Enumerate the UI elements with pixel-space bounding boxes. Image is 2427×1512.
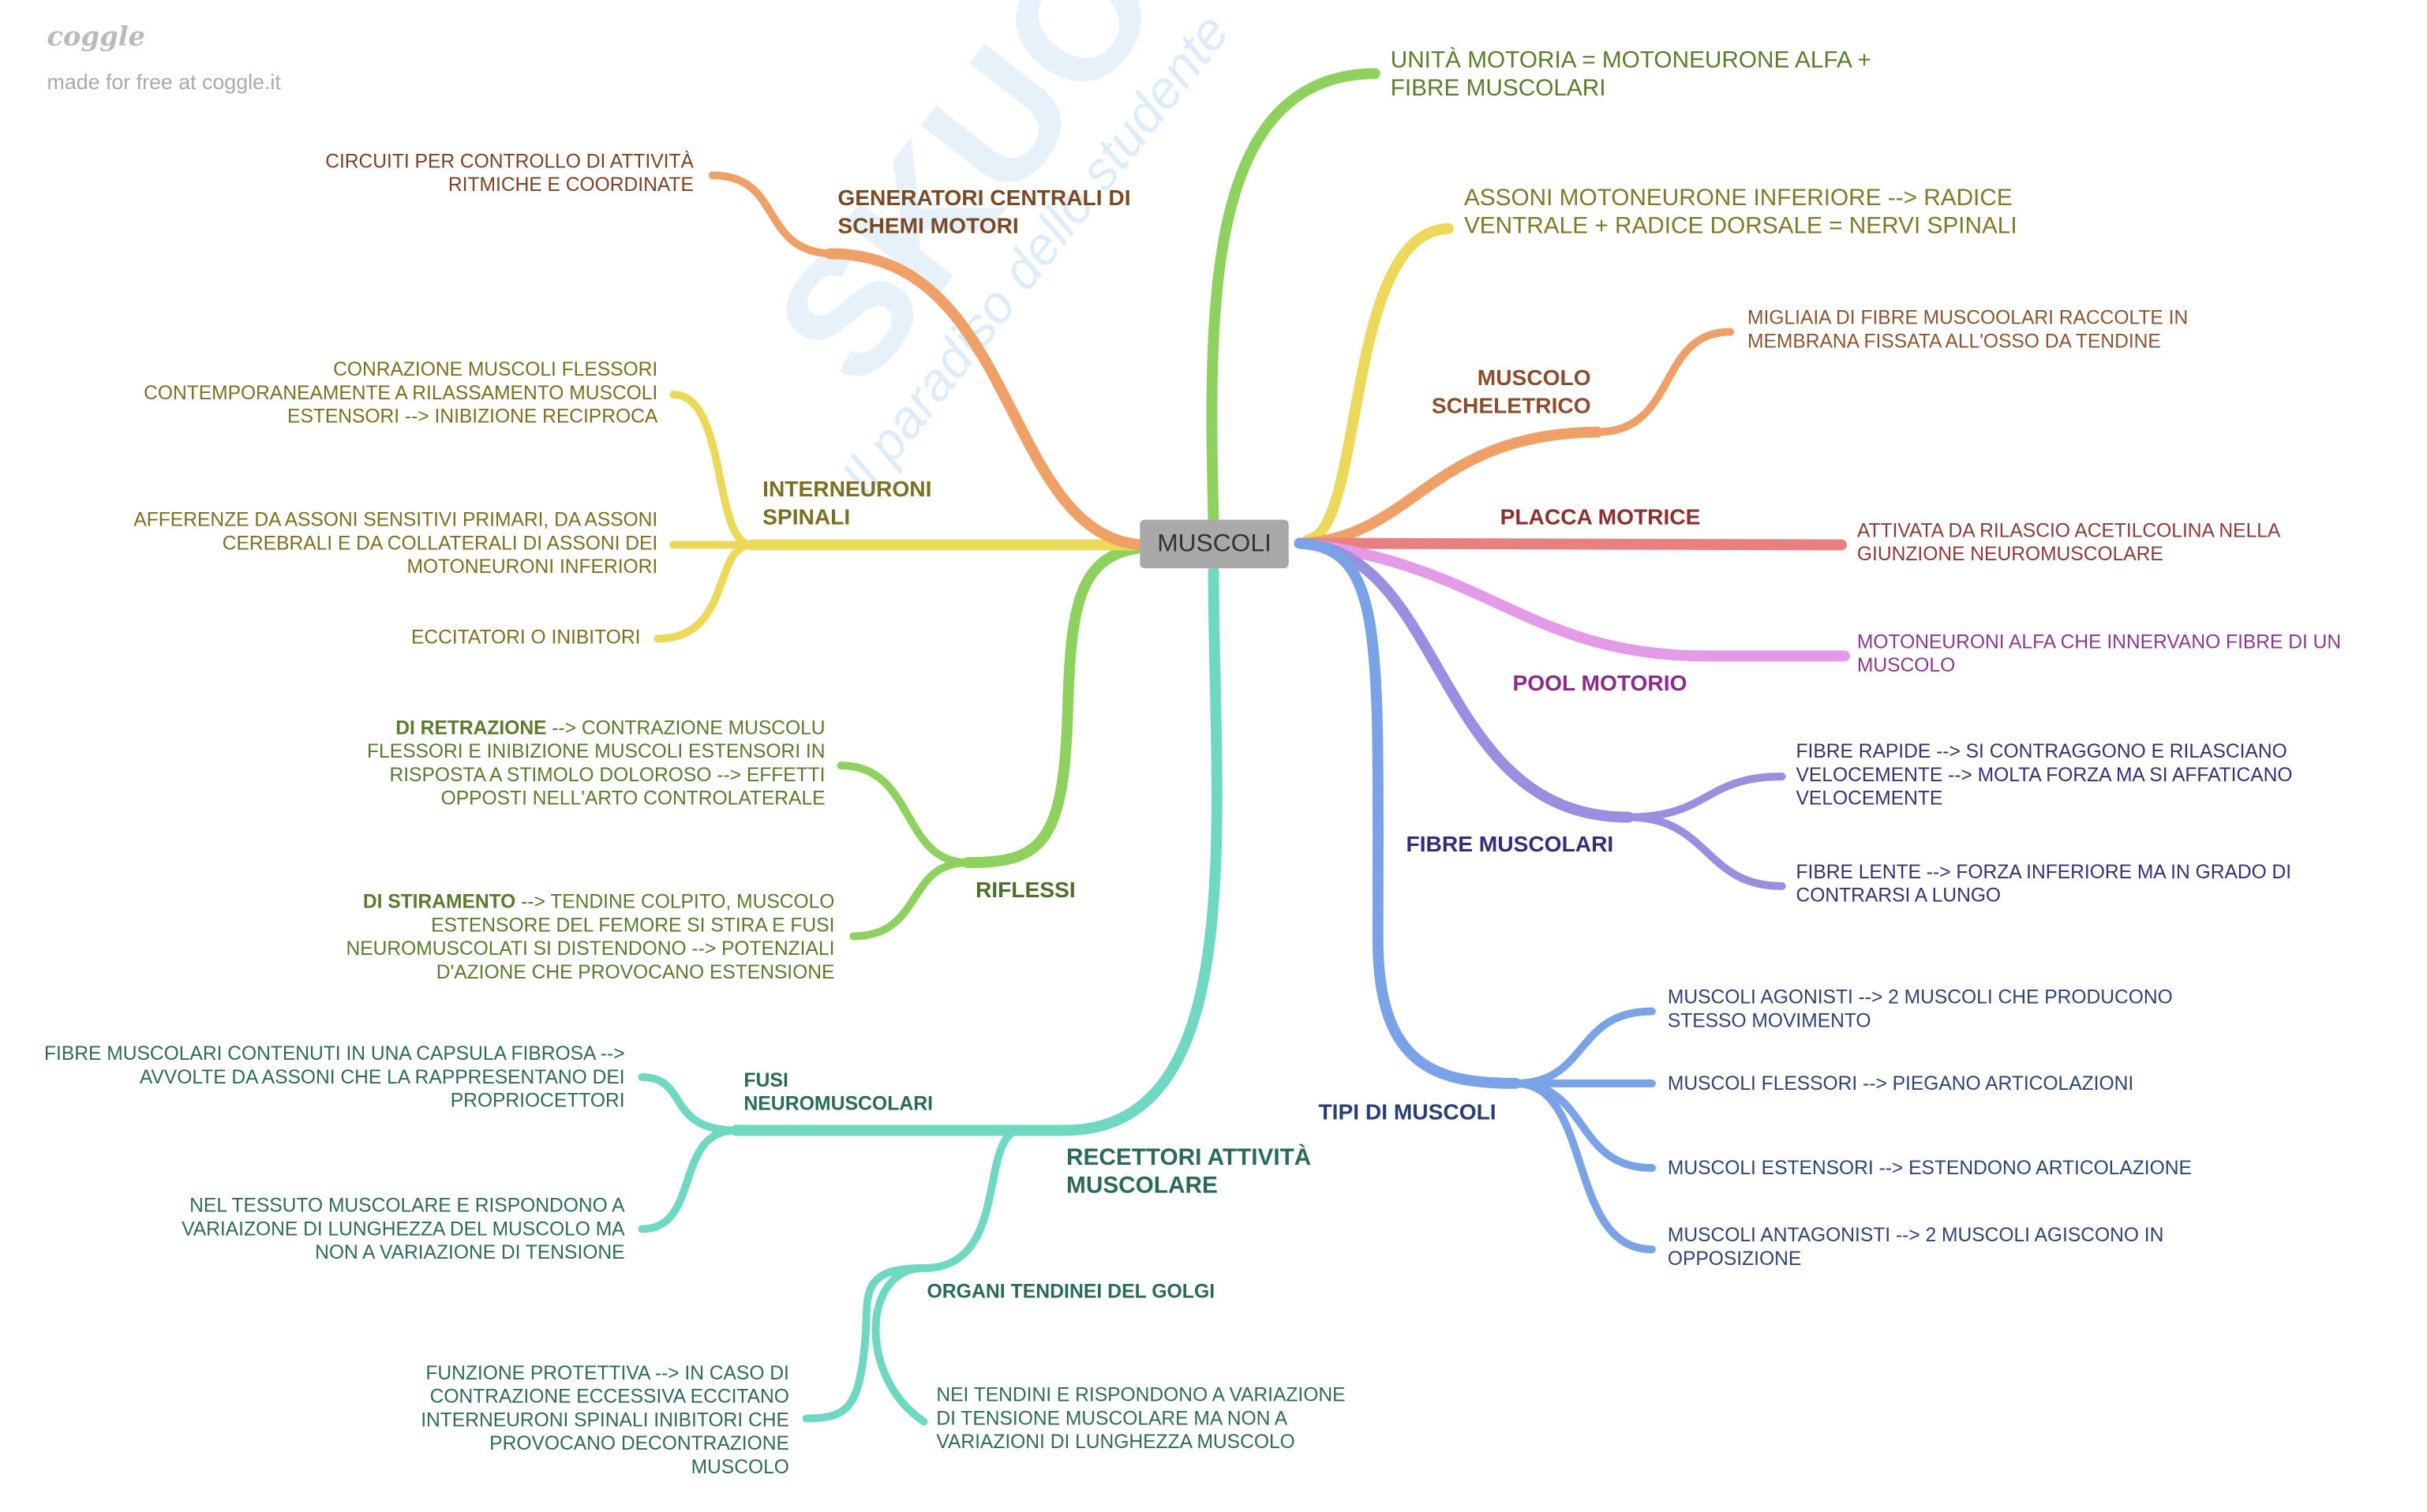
leaf-stiramento-text: --> TENDINE COLPITO, MUSCOLO ESTENSORE D… <box>346 890 835 983</box>
node-assoni[interactable]: ASSONI MOTONEURONE INFERIORE --> RADICE … <box>1463 185 2017 240</box>
node-riflessi[interactable]: RIFLESSI <box>975 878 1076 904</box>
branch-tipi <box>1294 537 1656 1254</box>
leaf-retrazione[interactable]: DI RETRAZIONE --> CONTRAZIONE MUSCOLU FL… <box>324 717 826 811</box>
node-golgi[interactable]: ORGANI TENDINEI DEL GOLGI <box>927 1280 1215 1303</box>
node-tipi-muscoli[interactable]: TIPI DI MUSCOLI <box>1318 1100 1496 1126</box>
branch-pool <box>1294 537 1850 662</box>
branch-generatori <box>708 171 1146 551</box>
node-placca-motrice[interactable]: PLACCA MOTRICE <box>1500 505 1701 531</box>
leaf-fibre-rapide[interactable]: FIBRE RAPIDE --> SI CONTRAGGONO E RILASC… <box>1796 740 2293 810</box>
leaf-fusi-capsula[interactable]: FIBRE MUSCOLARI CONTENUTI IN UNA CAPSULA… <box>44 1042 625 1112</box>
leaf-conrazione[interactable]: CONRAZIONE MUSCOLI FLESSORI CONTEMPORANE… <box>144 358 658 428</box>
leaf-eccitatori[interactable]: ECCITATORI O INIBITORI <box>410 626 641 649</box>
node-pool-motorio[interactable]: POOL MOTORIO <box>1512 672 1687 697</box>
branch-fibre <box>1294 537 1786 890</box>
branch-muscolo-scheletrico <box>1302 327 1735 549</box>
leaf-stiramento[interactable]: DI STIRAMENTO --> TENDINE COLPITO, MUSCO… <box>302 890 835 985</box>
leaf-agonisti[interactable]: MUSCOLI AGONISTI --> 2 MUSCOLI CHE PRODU… <box>1667 986 2173 1032</box>
leaf-circuiti[interactable]: CIRCUITI PER CONTROLLO DI ATTIVITÀ RITMI… <box>325 150 694 196</box>
coggle-logo[interactable]: coggle <box>47 21 146 54</box>
leaf-fusi-tessuto[interactable]: NEL TESSUTO MUSCOLARE E RISPONDONO A VAR… <box>182 1194 625 1264</box>
leaf-flessori[interactable]: MUSCOLI FLESSORI --> PIEGANO ARTICOLAZIO… <box>1667 1072 2134 1095</box>
leaf-placca-motrice[interactable]: ATTIVATA DA RILASCIO ACETILCOLINA NELLA … <box>1856 519 2279 566</box>
leaf-golgi-funzione[interactable]: FUNZIONE PROTETTIVA --> IN CASO DI CONTR… <box>421 1361 789 1478</box>
leaf-golgi-tendini[interactable]: NEI TENDINI E RISPONDONO A VARIAZIONE DI… <box>936 1383 1346 1454</box>
leaf-afferenze[interactable]: AFFERENZE DA ASSONI SENSITIVI PRIMARI, D… <box>133 508 658 578</box>
node-fibre-muscolari[interactable]: FIBRE MUSCOLARI <box>1406 833 1614 859</box>
branch-interneuroni <box>654 390 1146 643</box>
leaf-estensori[interactable]: MUSCOLI ESTENSORI --> ESTENDONO ARTICOLA… <box>1667 1157 2192 1179</box>
central-node[interactable]: MUSCOLI <box>1140 519 1289 569</box>
node-recettori[interactable]: RECETTORI ATTIVITÀ MUSCOLARE <box>1066 1144 1312 1199</box>
branch-riflessi <box>837 542 1146 941</box>
node-generatori[interactable]: GENERATORI CENTRALI DI SCHEMI MOTORI <box>837 186 1131 240</box>
node-unita-motoria[interactable]: UNITÀ MOTORIA = MOTONEURONE ALFA + FIBRE… <box>1390 47 1871 102</box>
branch-placca <box>1294 537 1848 551</box>
node-fusi[interactable]: FUSI NEUROMUSCOLARI <box>743 1069 934 1115</box>
leaf-fibre-lente[interactable]: FIBRE LENTE --> FORZA INFERIORE MA IN GR… <box>1796 861 2292 907</box>
coggle-tagline[interactable]: made for free at coggle.it <box>47 70 281 95</box>
leaf-stiramento-lead: DI STIRAMENTO <box>362 890 516 913</box>
leaf-retrazione-lead: DI RETRAZIONE <box>395 717 547 739</box>
branch-unita <box>1206 68 1380 530</box>
node-interneuroni[interactable]: INTERNEURONI SPINALI <box>762 477 932 531</box>
node-muscolo-scheletrico[interactable]: MUSCOLO SCHELETRICO <box>1431 366 1591 420</box>
leaf-pool-motorio[interactable]: MOTONEURONI ALFA CHE INNERVANO FIBRE DI … <box>1856 631 2342 677</box>
branch-recettori <box>638 566 1223 1426</box>
leaf-antagonisti[interactable]: MUSCOLI ANTAGONISTI --> 2 MUSCOLI AGISCO… <box>1667 1224 2164 1270</box>
leaf-muscolo-scheletrico[interactable]: MIGLIAIA DI FIBRE MUSCOOLARI RACCOLTE IN… <box>1747 306 2189 353</box>
leaf-retrazione-text: --> CONTRAZIONE MUSCOLU FLESSORI E INIBI… <box>367 717 826 810</box>
branch-assoni <box>1302 223 1455 546</box>
